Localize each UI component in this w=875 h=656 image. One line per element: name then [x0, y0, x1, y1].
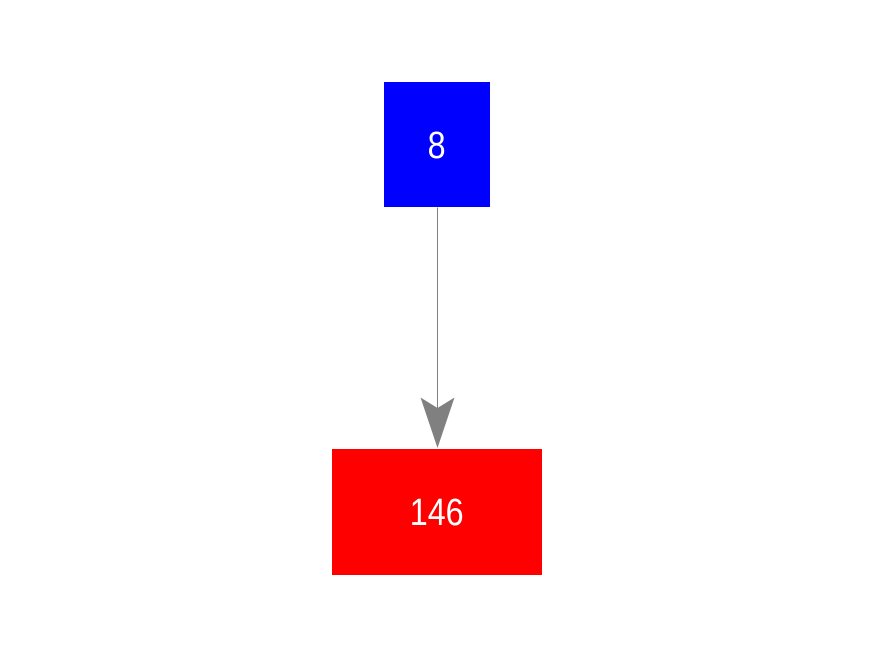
arrowhead-down-icon: [420, 397, 455, 448]
node-source-label: 8: [428, 124, 446, 167]
node-target: 146: [332, 449, 542, 575]
node-target-label: 146: [410, 492, 464, 534]
node-source: 8: [384, 82, 490, 207]
